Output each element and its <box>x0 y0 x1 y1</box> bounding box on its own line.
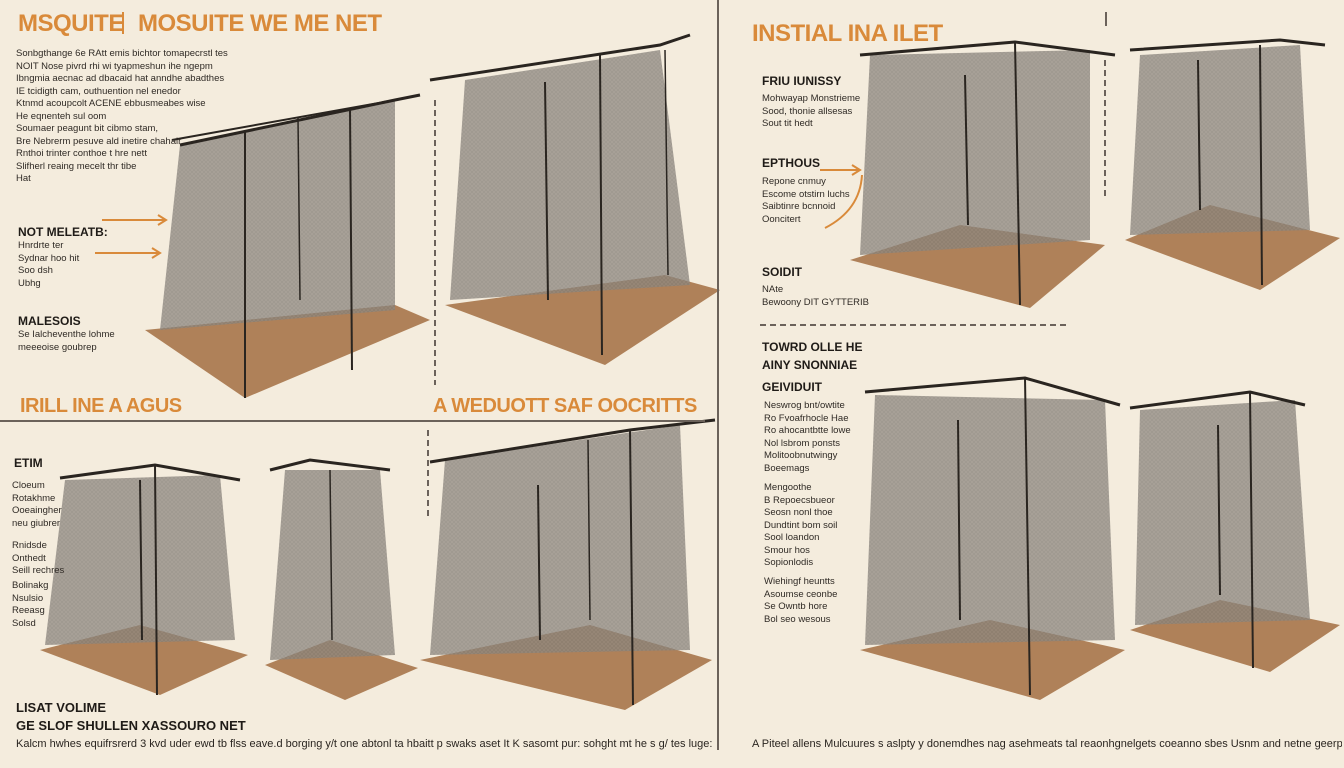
right-text-3: NAte Bewoony DIT GYTTERIB <box>762 284 869 308</box>
right-label-2: EPTHOUS <box>762 156 821 170</box>
left-intro-text: Sonbgthange 6e RAtt emis bichtor tomapec… <box>16 48 228 184</box>
right-label-1: FRIU IUNISSY <box>762 74 842 88</box>
right-bottom-text-1: Neswrog bnt/owtite Ro Fvoafrhocle Hae Ro… <box>764 400 851 474</box>
left-bottom-label: ETIM <box>14 456 43 470</box>
title-right: INSTIAL INA ILET <box>752 20 943 47</box>
footer-right-line: A Piteel allens Mulcuures s aslpty y don… <box>752 738 1342 750</box>
right-label-5: AINY SNONNIAE <box>762 358 858 372</box>
net-illustration-2 <box>429 33 720 365</box>
right-label-4: TOWRD OLLE HE <box>762 340 863 354</box>
right-label-3: SOIDIT <box>762 265 803 279</box>
net-illustration-6 <box>265 458 418 700</box>
left-bottom-text-c: Bolinakg Nsulsio Reeasg Solsd <box>12 580 49 629</box>
net-illustration-1 <box>145 93 430 398</box>
arrow-icon <box>95 164 863 259</box>
left-label-1: NOT MELEATB: <box>18 225 108 239</box>
net-illustration-8 <box>860 376 1125 700</box>
net-illustration-4 <box>1125 38 1340 290</box>
title-left-b: MOSUITE WE ME NET <box>138 10 382 37</box>
tick-divider <box>1105 12 1107 26</box>
net-illustration-9 <box>1129 390 1340 672</box>
left-text-2: Se Ialcheventhe lohme meeeoise goubrep <box>18 329 115 353</box>
horizontal-divider <box>0 420 705 422</box>
right-bottom-text-2: Mengoothe B Repoecsbueor Seosn nonl thoe… <box>764 482 838 568</box>
title-mid-left: IRILL INE A AGUS <box>20 395 182 417</box>
right-text-2: Repone cnmuy Escome otstirn luchs Saibti… <box>762 176 850 225</box>
footer-title-a: LISAT VOLIME <box>16 700 107 715</box>
title-left-a: MSQUITE <box>18 10 124 37</box>
right-text-1: Mohwayap Monstrieme Sood, thonie allsesa… <box>762 93 861 129</box>
footer-left-line: Kalcm hwhes equifrsrerd 3 kvd uder ewd t… <box>16 738 713 750</box>
right-bottom-text-3: Wiehingf heuntts Asoumse ceonbe Se Owntb… <box>764 576 838 625</box>
vertical-divider <box>717 0 719 750</box>
left-label-2: MALESOIS <box>18 314 81 328</box>
footer-title-b: GE SLOF SHULLEN XASSOURO NET <box>16 718 246 733</box>
net-illustration-5 <box>40 463 248 696</box>
net-illustration-3 <box>850 40 1116 308</box>
left-bottom-text-b: Rnidsde Onthedt Seill rechres <box>12 540 65 576</box>
left-text-1: Hnrdrte ter Sydnar hoo hit Soo dsh Ubhg <box>18 240 80 289</box>
title-separator <box>122 12 124 34</box>
net-illustration-7 <box>420 418 716 710</box>
left-bottom-text-a: Cloeum Rotakhme Ooeaingher neu giubrer <box>12 480 62 529</box>
right-label-6: GEIVIDUIT <box>762 380 823 394</box>
title-mid-center: A WEDUOTT SAF OOCRITTS <box>433 395 697 417</box>
